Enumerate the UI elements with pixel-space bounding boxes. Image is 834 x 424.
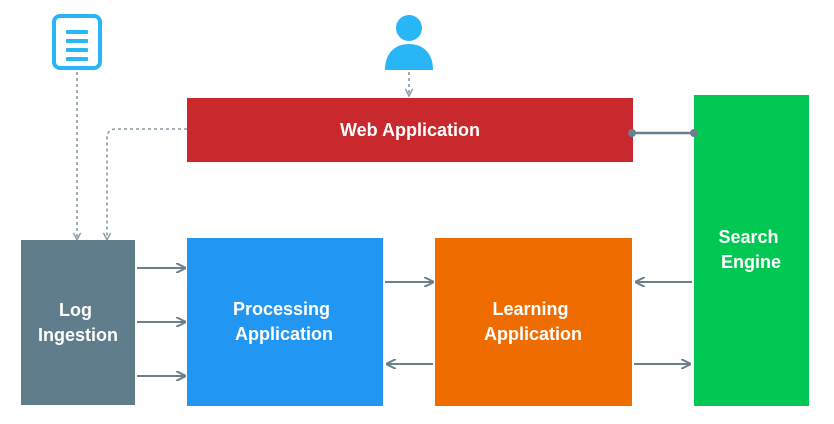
connector-dot: [628, 129, 636, 137]
learning-application-rect: [435, 238, 632, 406]
connector-dot: [690, 129, 698, 137]
processing-application-box: Processing Application: [187, 238, 383, 406]
web-to-search-connector: [628, 129, 698, 137]
learning-application-label: Learning Application: [484, 299, 582, 344]
user-icon: [385, 15, 433, 70]
log-ingestion-label: Log Ingestion: [38, 300, 118, 345]
search-engine-label: Search Engine: [718, 227, 783, 272]
processing-application-label: Processing Application: [233, 299, 335, 344]
document-icon: [52, 14, 102, 70]
log-ingestion-box: Log Ingestion: [21, 240, 135, 405]
search-engine-rect: [694, 95, 809, 406]
web-application-label: Web Application: [340, 120, 480, 140]
web-application-box: Web Application: [187, 98, 633, 162]
web-application-rect: [187, 98, 633, 162]
web-to-log-connector: [107, 128, 187, 240]
search-engine-box: Search Engine: [694, 95, 809, 406]
log-ingestion-rect: [21, 240, 135, 405]
processing-application-rect: [187, 238, 383, 406]
learning-application-box: Learning Application: [435, 238, 632, 406]
